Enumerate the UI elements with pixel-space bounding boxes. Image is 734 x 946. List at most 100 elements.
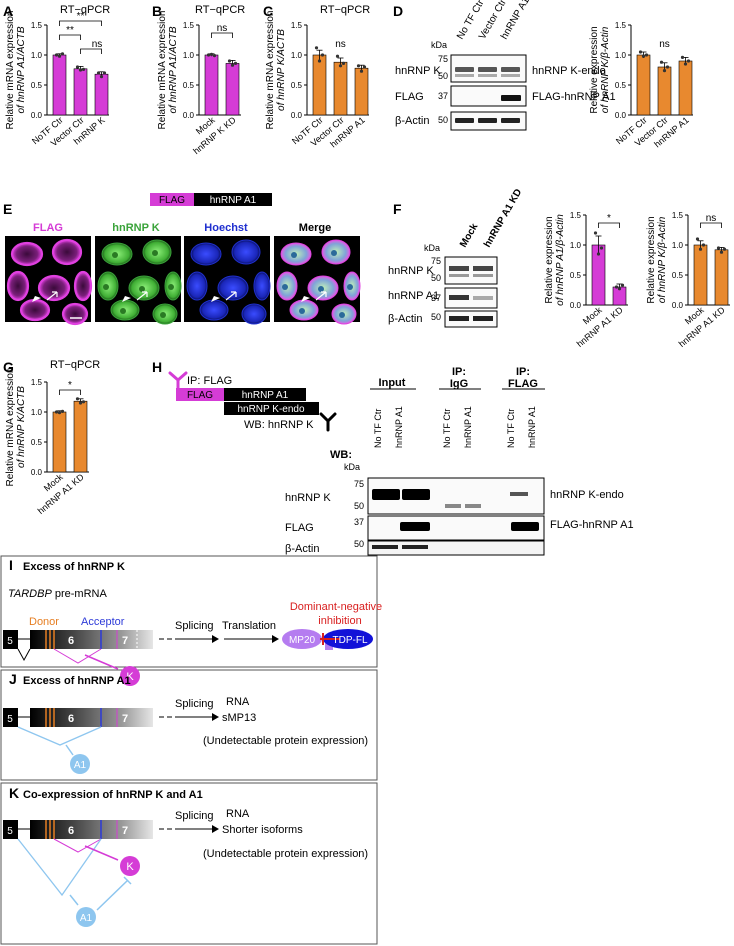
scheme-j-product: sMP13: [222, 712, 256, 724]
a1-circle-label: A1: [74, 760, 87, 771]
exon-7-label: 7: [122, 635, 128, 647]
exon-5-label: 5: [7, 826, 13, 837]
data-point: [317, 59, 322, 63]
arrow-icon: [315, 291, 327, 301]
arrowhead-icon: [211, 296, 220, 302]
blot-f-band: [473, 266, 493, 271]
h-lane-4: hnRNP A1: [463, 406, 473, 448]
h-row-k: hnRNP K: [285, 492, 331, 504]
y-axis-label: Relative mRNA expression: [157, 11, 168, 130]
blot-f-band: [449, 274, 469, 277]
blot-d-band-flag: [501, 95, 521, 101]
nucleolus: [299, 308, 305, 314]
bar: [94, 73, 109, 116]
data-point: [662, 69, 667, 73]
splice-junction: [17, 648, 31, 662]
blot-f-lane-2: hnRNP A1 KD: [482, 187, 524, 249]
panel-e-construct: FLAG hnRNP A1: [150, 193, 272, 206]
cell-nucleus: [19, 298, 51, 322]
data-point: [722, 247, 727, 251]
blot-d-band: [478, 74, 497, 77]
if-channel-flag: FLAG: [33, 222, 63, 234]
a1-circle: [70, 754, 90, 774]
y-tick-label: 0.5: [570, 271, 582, 280]
h-group-input: Input: [379, 377, 406, 389]
data-point: [701, 243, 706, 247]
significance-label: *: [607, 213, 611, 224]
y-tick-label: 0.5: [615, 81, 627, 90]
y-tick-label: 1.5: [31, 378, 43, 387]
h-lane-2: hnRNP A1: [394, 406, 404, 448]
data-point: [659, 60, 664, 64]
blot-f-band: [473, 316, 493, 321]
h-lane-1: No TF Ctr: [373, 409, 383, 448]
mp20-label: MP20: [289, 635, 316, 646]
data-point: [680, 55, 685, 60]
nucleolus: [120, 308, 126, 314]
exon-6-7-block: [30, 630, 153, 649]
scheme-j-title: Excess of hnRNP A1: [23, 675, 131, 687]
scheme-i-acceptor: Acceptor: [81, 616, 125, 628]
bar: [678, 60, 693, 116]
bar: [52, 54, 67, 116]
panel-letter-f: F: [393, 201, 402, 217]
h-lane-5: No TF Ctr: [506, 409, 516, 448]
data-point: [75, 65, 80, 69]
data-point: [614, 285, 619, 289]
h-group-ip1: IP:: [452, 366, 466, 378]
data-point: [60, 52, 65, 56]
blot-f-row-actin: β-Actin: [388, 313, 422, 325]
nucleolus: [318, 286, 324, 292]
tdpfl-protein: [323, 629, 373, 649]
scheme-k-rna: RNA: [226, 808, 250, 820]
nucleolus: [291, 252, 297, 258]
data-point: [54, 410, 59, 414]
h-label-flaga1: FLAG-hnRNP A1: [550, 519, 634, 531]
nucleolus: [339, 312, 345, 318]
blot-d: kDa No TF Ctr Vector Ctr hnRNP A1 75 50 …: [395, 0, 616, 131]
y-tick-label: 0.0: [31, 468, 43, 477]
arrow-head: [212, 825, 219, 833]
blot-d-marker-50b: 50: [438, 115, 448, 125]
h-group-ip2: IP:: [516, 366, 530, 378]
y-tick-label: 1.0: [31, 408, 43, 417]
data-point: [75, 397, 80, 401]
bar: [225, 63, 240, 116]
y-tick-label: 0.0: [615, 111, 627, 120]
blot-d-band: [455, 67, 474, 72]
arrow-icon: [136, 291, 148, 301]
y-axis-label: Relative mRNA expression: [5, 368, 16, 487]
data-point: [335, 54, 340, 58]
scheme-j-note: (Undetectable protein expression): [203, 735, 368, 747]
scheme-k-title: Co-expression of hnRNP K and A1: [23, 789, 203, 801]
significance-label: ns: [335, 39, 346, 50]
significance-bracket: [700, 222, 722, 228]
h-lane-3: No TF Ctr: [442, 409, 452, 448]
significance-label: ns: [659, 39, 670, 50]
cell-nucleus: [231, 239, 261, 265]
h-marker-50b: 50: [354, 539, 364, 549]
data-point: [78, 68, 83, 72]
significance-label: ns: [92, 39, 103, 50]
data-point: [686, 59, 691, 63]
blot-f-marker-50b: 50: [431, 312, 441, 322]
h-band: [511, 522, 539, 531]
blot-d-marker-50: 50: [438, 71, 448, 81]
significance-label: ns: [706, 213, 717, 224]
y-tick-label: 0.0: [291, 111, 303, 120]
k-circle-label: K: [126, 671, 134, 683]
arrow-icon-head: [231, 291, 237, 297]
data-point: [641, 54, 646, 58]
cell-nucleus: [51, 238, 83, 266]
data-point: [359, 69, 364, 73]
blot-d-marker-37: 37: [438, 91, 448, 101]
exon-5: [3, 708, 18, 727]
scheme-k: Co-expression of hnRNP K and A1 5 6 7 K …: [3, 789, 368, 927]
nucleolus: [103, 284, 109, 290]
h-a1-label: hnRNP A1: [242, 390, 289, 401]
h-group-igg: IgG: [450, 378, 468, 390]
